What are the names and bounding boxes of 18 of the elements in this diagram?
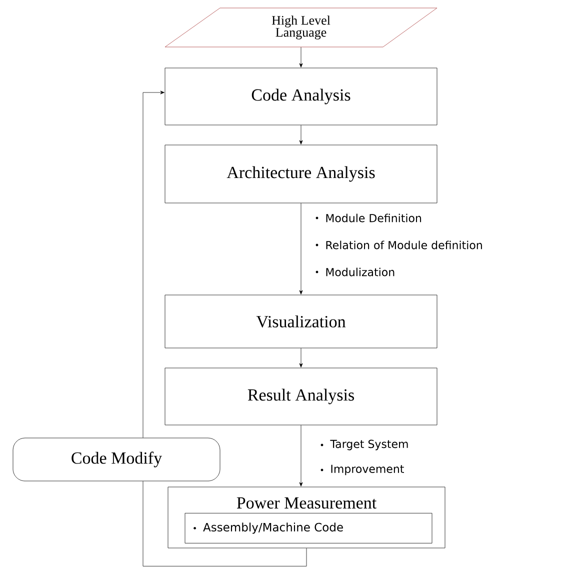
bullet-item: Modulization <box>316 268 394 276</box>
bullet-box: Assembly/Machine Code <box>184 512 432 544</box>
process-box: Architecture Analysis <box>164 144 438 204</box>
bullet-item: Relation of Module definition <box>316 240 482 250</box>
arrow <box>142 90 164 438</box>
arrow <box>299 424 303 486</box>
rounded-box: Code Modify <box>12 438 220 482</box>
arrow <box>299 46 303 68</box>
bullet-item: Target System <box>320 440 408 450</box>
bullet-item: Module Definition <box>316 214 422 222</box>
process-box: Code Analysis <box>164 68 438 126</box>
arrow <box>299 348 303 368</box>
arrow <box>299 203 303 294</box>
bullet-item: Improvement <box>320 464 404 476</box>
process-box: Visualization <box>164 294 438 348</box>
input-parallelogram: High Level Language <box>164 8 438 48</box>
process-box: Result Analysis <box>164 368 438 426</box>
arrow <box>299 125 303 144</box>
